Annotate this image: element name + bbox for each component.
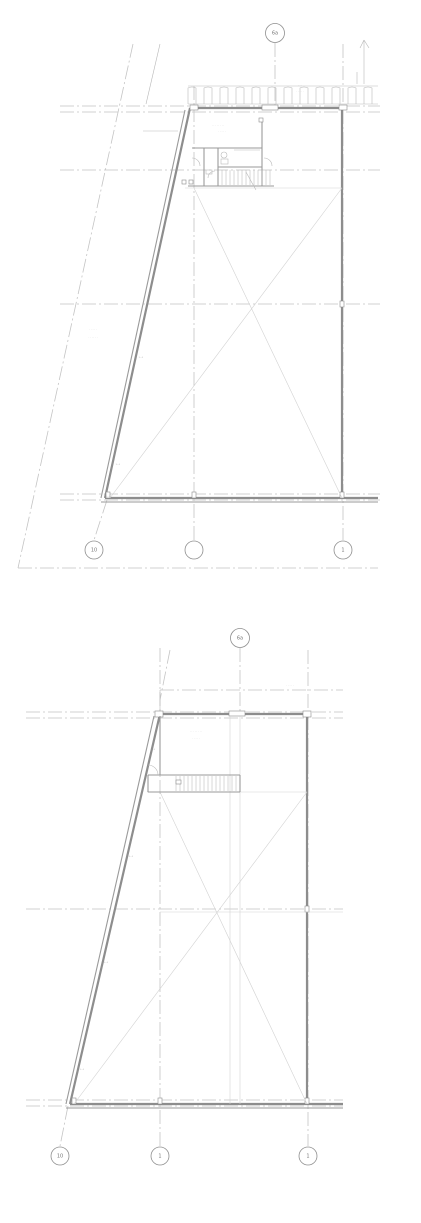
grid-bubble-label: 6a [237, 636, 243, 642]
grid-bubble-middle: 1 [150, 1146, 170, 1166]
lower-plan: · · · · · · · · · · · · · · · · · · ⊢⊣ ⊢… [26, 628, 343, 1166]
grid-bubble-label: 1 [341, 548, 344, 554]
svg-text:⊢⊣: ⊢⊣ [129, 855, 134, 858]
svg-text:· · ·: · · · [298, 84, 302, 87]
grid-bubble-top: 6a [230, 628, 250, 648]
svg-text:⊢⊣: ⊢⊣ [151, 748, 156, 751]
canopy-strip: · · · · · · · · [187, 39, 378, 105]
grid-bubble-left: 10 [84, 540, 104, 560]
svg-text:· · · · · · · ·: · · · · · · · · [212, 124, 225, 127]
svg-text:· · · · · · · ·: · · · · · · · · [190, 730, 203, 733]
site-annotations: ⊢⊣ ⊢⊣ ⊢⊣ ⊢⊣ [80, 748, 156, 1071]
svg-text:⊢⊣: ⊢⊣ [139, 356, 144, 359]
grid-bubble-right: 1 [333, 540, 353, 560]
grid-bubble-label: 1 [158, 1154, 161, 1160]
grid-bubble-label: 6a [272, 31, 278, 37]
grid-lines-vertical [93, 43, 344, 541]
grid-bubble-label: 10 [91, 548, 97, 554]
svg-text:· · · · ·: · · · · · [192, 737, 200, 740]
core: · · · · · · · · · · · · · [181, 117, 274, 191]
svg-text:· · · · · ·: · · · · · · [88, 336, 97, 339]
svg-text:· · · · ·: · · · · · [286, 684, 294, 687]
columns [71, 710, 312, 1105]
grid-bubble-right: 1 [298, 1146, 318, 1166]
grid-lines-horizontal [60, 105, 380, 501]
svg-text:⊢⊣: ⊢⊣ [116, 463, 121, 466]
site-boundary [17, 43, 378, 569]
svg-text:⊢⊣: ⊢⊣ [106, 495, 111, 498]
grid-bubble-top: 6a [265, 23, 285, 43]
svg-text:· · · · ·: · · · · · [218, 130, 226, 133]
site-annotations: · · · · · · · · · · · ⊢⊣ ⊢⊣ ⊢⊣ [88, 130, 178, 498]
svg-text:⊢⊣: ⊢⊣ [104, 961, 109, 964]
grid-lines-horizontal [26, 689, 343, 1107]
grid-bubble-label: 1 [306, 1154, 309, 1160]
svg-text:⊢⊣: ⊢⊣ [80, 1068, 85, 1071]
grid-bubble-middle [184, 540, 204, 560]
void-cross [109, 187, 343, 499]
core: · · · · · · · · · · · · · · · · · · [147, 684, 294, 793]
upper-plan: · · · · · · · · [17, 23, 380, 569]
svg-text:· · · · ·: · · · · · [89, 328, 97, 331]
grid-bubble-label: 10 [57, 1154, 63, 1160]
columns [105, 104, 348, 499]
svg-text:· · · · ·: · · · · · [296, 90, 304, 93]
grid-lines-vertical [59, 648, 309, 1147]
building-outline [65, 690, 343, 1109]
grid-bubble-left: 10 [50, 1146, 70, 1166]
